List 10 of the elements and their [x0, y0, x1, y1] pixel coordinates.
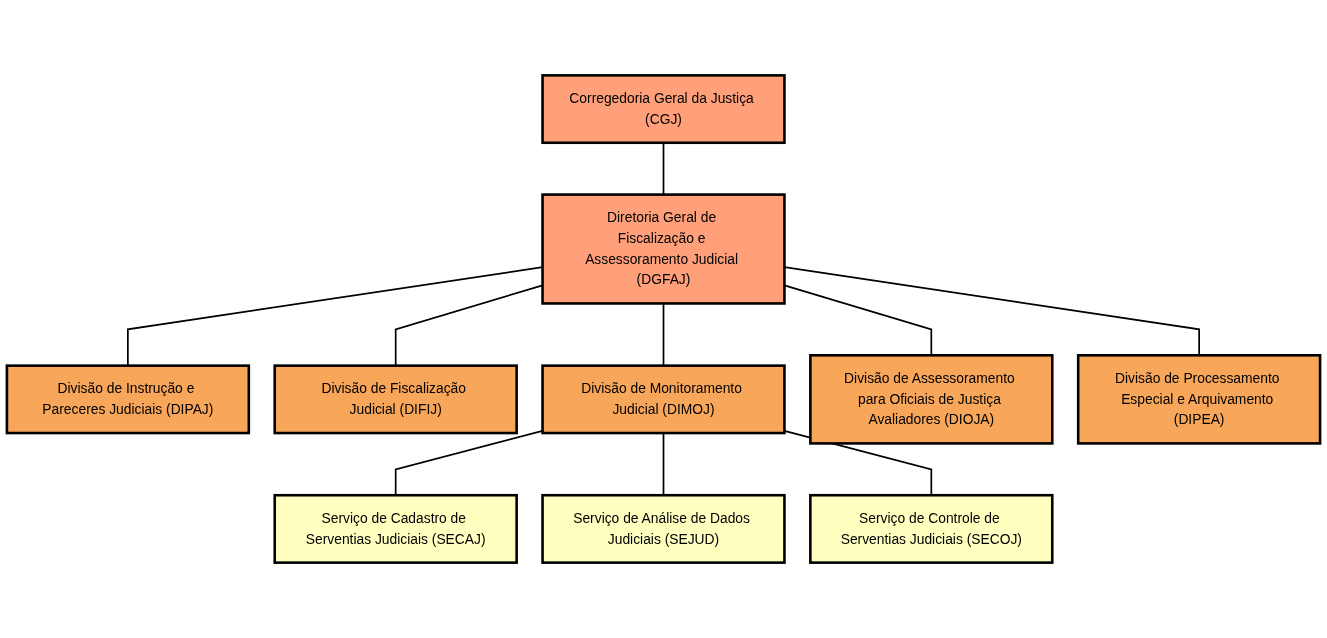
node-box: Divisão de Instrução e Pareceres Judiciais (DIPAJ) [5, 364, 251, 435]
node-box: Divisão de Processamento Especial e Arquivamento (DIPEA) [1076, 354, 1322, 445]
node-box: Divisão de Assessoramento para Oficiais de Justiça Avaliadores (DIOJA) [809, 354, 1054, 445]
node-box: Corregedoria Geral da Justiça (CGJ) [541, 74, 786, 145]
node-box: Divisão de Monitoramento Judicial (DIMOJ) [541, 364, 786, 435]
node-box: Serviço de Análise de Dados Judiciais (SEJUD) [541, 493, 786, 564]
node-box: Serviço de Cadastro de Serventias Judiciais (SECAJ) [273, 493, 518, 564]
node-box: Divisão de Fiscalização Judicial (DIFIJ) [273, 364, 518, 435]
node-box: Serviço de Controle de Serventias Judiciais (SECOJ) [809, 493, 1054, 564]
node-box: Diretoria Geral de Fiscalização e Assessoramento Judicial (DGFAJ) [541, 193, 786, 305]
